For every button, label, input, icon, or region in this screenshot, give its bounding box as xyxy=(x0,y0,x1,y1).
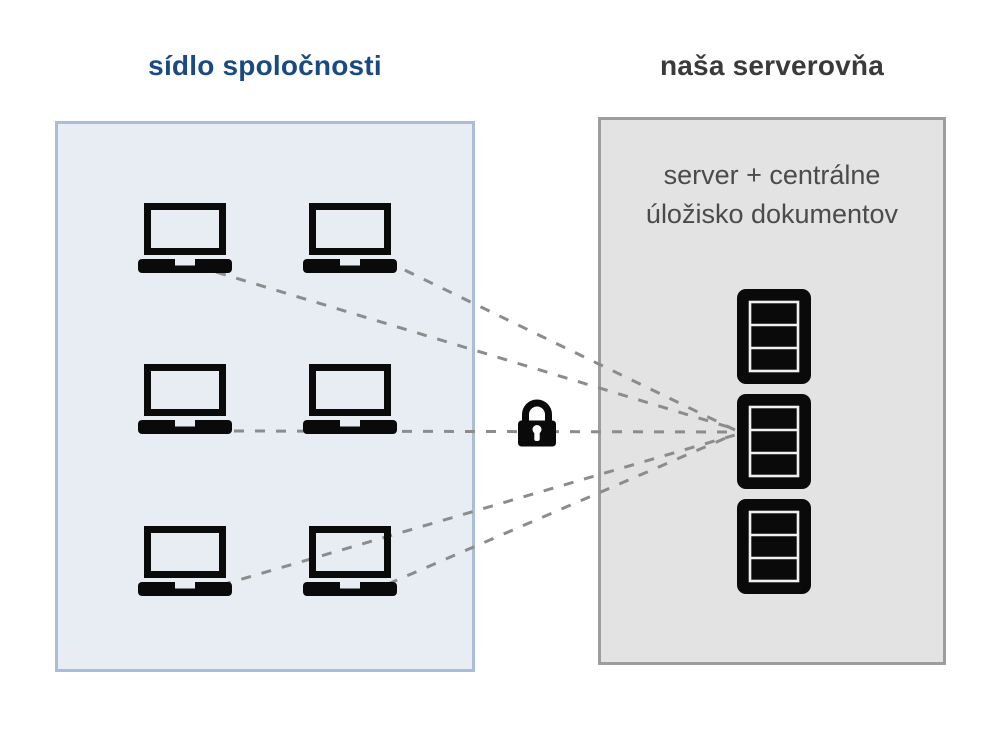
right-zone-title: naša serverovňa xyxy=(659,50,885,81)
server-label-line1: server + centrálne xyxy=(663,160,881,190)
server-label-line2: úložisko dokumentov xyxy=(645,199,899,229)
padlock-icon xyxy=(518,399,556,447)
server-storage-label: server + centrálne úložisko dokumentov xyxy=(598,156,946,234)
company-headquarters-zone xyxy=(55,121,475,672)
left-zone-title: sídlo spoločnosti xyxy=(148,50,382,81)
